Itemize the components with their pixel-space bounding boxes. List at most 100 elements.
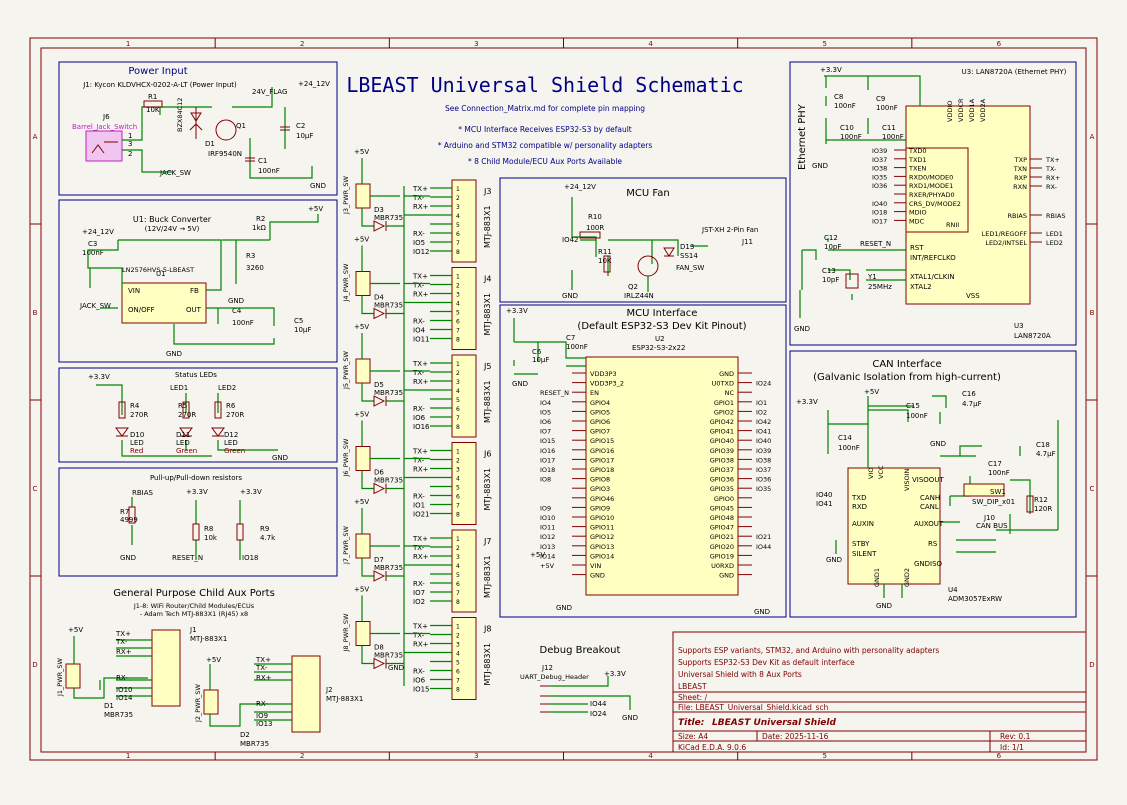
pwr-switch[interactable] [355,446,371,471]
svg-text:5: 5 [456,660,460,667]
u1-symbol[interactable] [121,282,207,324]
signal-label: RX+ [413,378,429,386]
mcu-right-net: IO37 [756,466,771,474]
ports-column[interactable]: J3MTJ-883X112345678TX+TX-RX+RX-IO5IO12J3… [342,148,492,700]
note-line: * 8 Child Module/ECU Aux Ports Available [468,157,622,166]
port-j4[interactable]: J4MTJ-883X112345678TX+TX-RX+RX-IO4IO11J4… [342,236,492,350]
svg-text:C13: C13 [822,267,836,275]
io-label: IO7 [413,589,425,597]
mcu-interface-section[interactable]: MCU Interface (Default ESP32-S3 Dev Kit … [499,304,787,618]
mcu-left-pin: GPIO6 [590,418,610,426]
mcu-right-net: IO44 [756,543,771,551]
eth-left-net: IO36 [872,182,887,190]
pwr-switch[interactable] [355,358,371,384]
pull-resistors-section[interactable]: Pull-up/Pull-down resistors RBIAS R7 499… [58,467,338,577]
svg-text:6: 6 [456,581,460,588]
title-block[interactable]: Supports ESP variants, STM32, and Arduin… [672,631,1087,753]
svg-text:Q1: Q1 [236,122,246,130]
mcu-left-pin: VDD3P3_2 [590,380,624,388]
port-j3[interactable]: J3MTJ-883X112345678TX+TX-RX+RX-IO5IO12J3… [342,148,492,263]
port-j8[interactable]: J8MTJ-883X112345678TX+TX-RX+RX-IO6IO15J8… [342,586,492,700]
connector-ref: J5 [483,362,491,371]
pwr-switch[interactable] [355,621,371,646]
tb-comment: Supports ESP32-S3 Dev Kit as default int… [678,658,855,667]
sw1-dip-switch[interactable] [963,483,1005,497]
buck-converter-section[interactable]: U1: Buck Converter (12V/24V → 5V) VIN FB… [58,199,338,363]
io-label: IO21 [413,511,429,519]
svg-text:1: 1 [456,536,460,543]
u4-adm3057-symbol[interactable] [847,467,941,585]
rj45-connector[interactable] [451,267,477,350]
mcu-right-net: IO24 [756,380,771,388]
vplus-label: +5V [354,586,369,594]
svg-text:RX+: RX+ [256,674,272,682]
svg-text:R12: R12 [1034,496,1048,504]
rj45-connector[interactable] [451,617,477,700]
barrel-jack-symbol[interactable] [85,130,123,162]
svg-text:+3.3V: +3.3V [186,488,208,496]
rj45-connector[interactable] [451,179,477,263]
can-box [789,350,1077,618]
svg-text:Y1: Y1 [867,273,877,281]
eth-left-pin: TXEN [908,165,927,173]
svg-text:6: 6 [456,406,460,413]
pwr-switch[interactable] [355,271,371,296]
diode-part: MBR735 [374,564,403,572]
svg-text:C4: C4 [232,307,242,315]
svg-text:100nF: 100nF [876,104,898,112]
debug-breakout-section[interactable]: Debug Breakout J12 UART_Debug_Header +3.… [520,645,638,722]
pwr-switch[interactable] [355,183,371,209]
port-j5[interactable]: J5MTJ-883X112345678TX+TX-RX+RX-IO6IO16J5… [342,323,492,438]
rj45-connector[interactable] [451,354,477,438]
grid-row-label: B [1090,309,1095,317]
mcu-left-net: IO14 [540,552,555,560]
svg-text:J10: J10 [983,514,995,522]
mcu-left-net: IO18 [540,466,555,474]
svg-text:5: 5 [456,397,460,404]
svg-text:+3.3V: +3.3V [506,307,528,315]
signal-label: RX- [413,493,425,501]
grid-col-label: 3 [474,752,478,760]
power-input-section[interactable]: Power Input J1: Kycon KLDVHCX-0202-A-LT … [58,61,338,196]
diode-ref: D8 [374,644,384,652]
mcu-left-net: IO7 [540,428,551,436]
j2-connector[interactable] [291,655,321,733]
u2-esp32-symbol[interactable] [585,356,739,596]
j1-pwr-switch[interactable] [65,663,81,689]
mcu-left-net: IO9 [540,504,551,512]
status-leds-section[interactable]: Status LEDs +3.3V LED1 LED2 R4 270R R5 2… [58,367,338,463]
eth-left-net: IO35 [872,173,887,181]
eth-title: U3: LAN8720A (Ethernet PHY) [962,68,1067,76]
svg-text:TX-: TX- [255,664,268,672]
rj45-connector[interactable] [451,442,477,525]
j2-pwr-switch[interactable] [203,689,219,715]
mcu-left-pin: GPIO15 [590,437,614,445]
svg-text:GND: GND [512,380,528,388]
can-section[interactable]: CAN Interface (Galvanic Isolation from h… [789,350,1077,618]
eth-left-net: IO37 [872,156,887,164]
svg-text:AUXIN: AUXIN [852,520,874,528]
svg-text:LED: LED [130,439,144,447]
diode-part: MBR735 [374,389,403,397]
signal-label: RX- [413,668,425,676]
svg-text:4: 4 [456,388,460,395]
grid-col-label: 1 [126,752,130,760]
j1-connector[interactable] [151,629,181,707]
note-line: * MCU Interface Receives ESP32-S3 by def… [458,125,632,134]
mcu-fan-section[interactable]: MCU Fan +24_12V R10 100R IO42 R11 10K Q2… [499,177,787,303]
pwr-switch[interactable] [355,533,371,559]
svg-text:SW1: SW1 [990,488,1006,496]
signal-label: RX+ [413,203,429,211]
aux-ports-section[interactable]: General Purpose Child Aux Ports J1-8: Wi… [56,588,363,748]
svg-text:D1: D1 [205,140,215,148]
svg-text:Q2: Q2 [628,283,638,291]
port-j6[interactable]: J6MTJ-883X112345678TX+TX-RX+RX-IO1IO21J6… [342,411,492,525]
ethernet-section[interactable]: U3: LAN8720A (Ethernet PHY) Ethernet PHY… [789,61,1077,346]
svg-text:4.7k: 4.7k [260,534,276,542]
rj45-connector[interactable] [451,529,477,613]
svg-text:2: 2 [456,370,460,377]
eth-left-pin: MDC [909,217,925,225]
port-j7[interactable]: J7MTJ-883X112345678TX+TX-RX+RX-IO7IO2J7_… [342,498,492,613]
pull-box [58,467,338,577]
